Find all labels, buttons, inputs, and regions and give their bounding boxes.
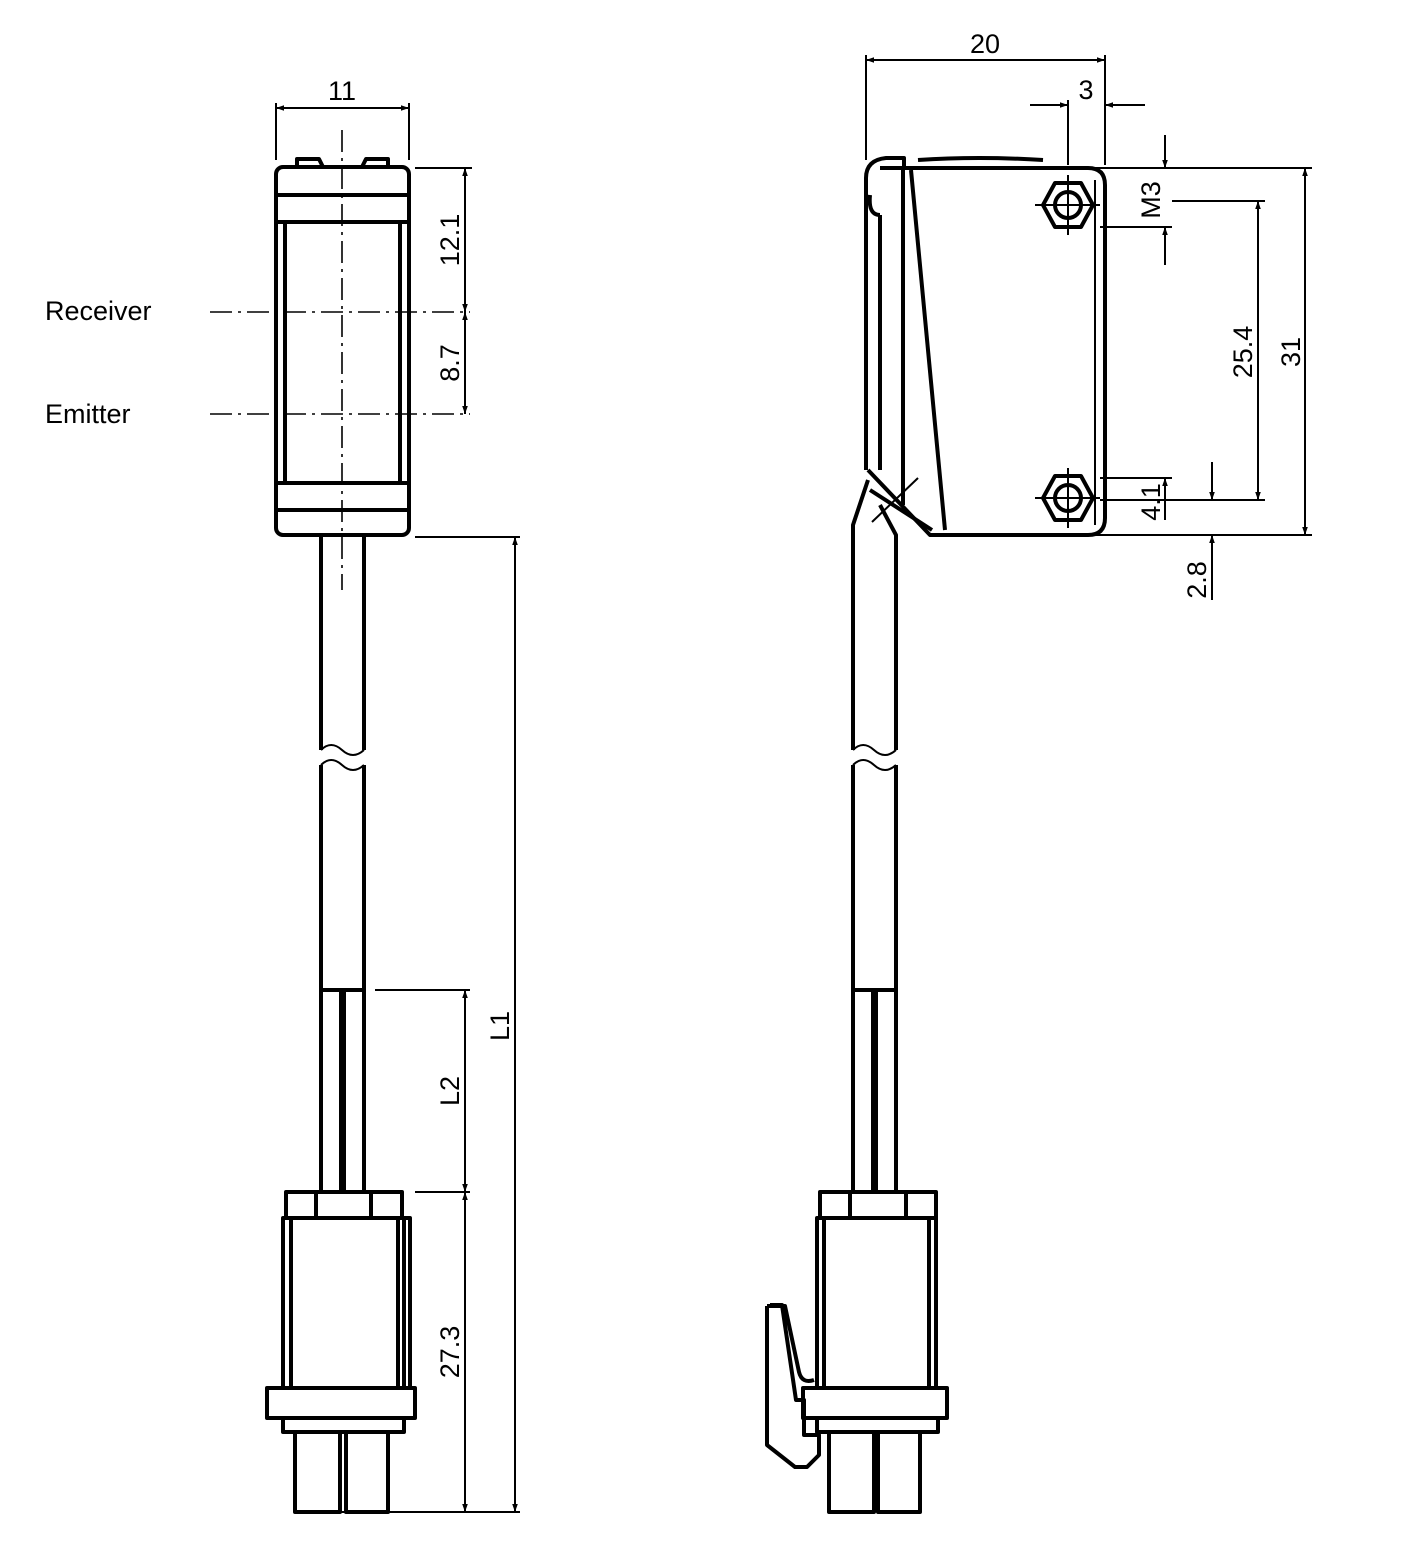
dim-l1-label: L1: [485, 1011, 515, 1041]
dim-m3-label: M3: [1136, 181, 1166, 219]
sensor-body-side: [864, 156, 1107, 537]
dim-31-label: 31: [1276, 337, 1306, 367]
dimension-cable: L1 L2 27.3: [305, 536, 520, 1513]
dim-l2-label: L2: [435, 1076, 465, 1106]
sensor-body-front: [274, 130, 411, 590]
dim-2-8-label: 2.8: [1182, 561, 1212, 599]
dimension-receiver-emitter: 12.1 8.7 Receiver Emitter: [45, 167, 472, 429]
dim-8-7-label: 8.7: [435, 344, 465, 382]
dim-11-label: 11: [328, 76, 356, 106]
cable-side: [851, 479, 898, 1192]
mounting-hole-top: [1035, 175, 1100, 235]
dim-3-label: 3: [1078, 75, 1093, 105]
dim-20-label: 20: [970, 29, 1000, 59]
dimension-20-3: 20 3: [865, 29, 1145, 165]
dim-12-1-label: 12.1: [435, 214, 465, 267]
receiver-label: Receiver: [45, 296, 152, 326]
dim-27-3-label: 27.3: [435, 1326, 465, 1379]
cable-front: [319, 535, 366, 1192]
front-view: 11 12.1 8.7 Receiver Emitter L1 L2 27.3: [45, 76, 520, 1514]
mounting-hole-bottom: [1035, 468, 1100, 528]
dimension-11: 11: [275, 76, 410, 160]
emitter-label: Emitter: [45, 399, 131, 429]
connector-side: [765, 1190, 949, 1514]
side-view: 20 3 M3 25.4 31 4.1 2.8: [765, 29, 1312, 1514]
dimension-vertical-side: M3 25.4 31 4.1 2.8: [1095, 135, 1312, 600]
dim-25-4-label: 25.4: [1228, 326, 1258, 379]
latch-clip: [765, 1303, 821, 1469]
connector-front: [265, 1190, 417, 1514]
dim-4-1-label: 4.1: [1136, 483, 1166, 521]
